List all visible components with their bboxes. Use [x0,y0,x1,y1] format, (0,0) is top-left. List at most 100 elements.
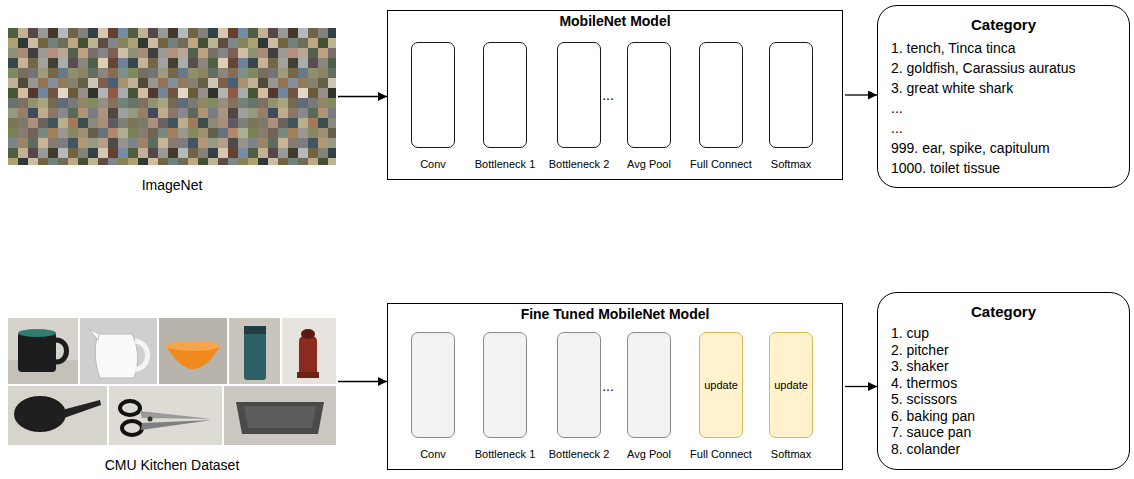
shaker-body [299,336,317,378]
layer-label: Avg Pool [627,447,671,461]
image-caption: ImageNet [8,177,336,193]
layer-status: update [774,378,808,392]
layer-box: Bottleneck 2 [557,42,601,148]
layer-label: Conv [420,157,446,171]
category-item: 2. pitcher [891,342,949,359]
mug-photo [8,318,78,384]
scissors-pivot [148,417,153,422]
layer-box: Conv [411,42,455,148]
pitcher-body [95,334,137,378]
layer-status: update [704,378,738,392]
thermos-cap [244,326,266,334]
model-title: Fine Tuned MobileNet Model [388,305,842,323]
updated-layer-box: updateSoftmax [769,332,813,438]
category-item: 4. thermos [891,375,957,392]
category-item: ... [891,98,903,118]
layer-box: Full Connect [699,42,743,148]
mug-rim [18,329,56,337]
model-box: MobileNet ModelConvBottleneck 1Bottlenec… [387,10,843,180]
mosaic-base [8,28,336,165]
layer-box: Bottleneck 1 [483,42,527,148]
flow-arrow [338,96,387,97]
scissors-photo [109,386,222,445]
layer-label: Bottleneck 1 [475,447,536,461]
imagenet-mosaic [8,28,336,165]
category-heading: Category [971,301,1036,323]
photo-ground [109,386,222,445]
photo-ground [282,318,336,384]
mug-body [18,332,56,372]
dataset-image: ImageNet [8,28,336,165]
bowl-photo [159,318,227,384]
photo-ground [8,386,107,445]
layer-label: Bottleneck 1 [475,157,536,171]
frozen-layer-box: Bottleneck 2 [557,332,601,438]
category-item: 5. scissors [891,391,957,408]
category-heading: Category [971,14,1036,36]
kitchen-photos [8,318,336,445]
layer-label: Full Connect [690,157,752,171]
model-title: MobileNet Model [388,12,842,30]
category-item: 1000. toilet tissue [891,158,1000,178]
frozen-layer-box: Bottleneck 1 [483,332,527,438]
baking-pan-photo [224,386,336,445]
flow-arrow [845,386,877,387]
layer-label: Full Connect [690,447,752,461]
category-item: ... [891,118,903,138]
category-item: 3. great white shark [891,78,1013,98]
dataset-image: CMU Kitchen Dataset [8,318,336,445]
scissors-blade [141,420,212,430]
ellipsis-label: ... [588,378,628,394]
category-box: Category1. tench, Tinca tinca2. goldfish… [877,5,1130,188]
layer-label: Softmax [771,447,811,461]
layer-label: Avg Pool [627,157,671,171]
saucepan-body [14,396,66,432]
mug-handle [56,340,67,362]
category-item: 6. baking pan [891,408,975,425]
photo-ground [80,318,157,384]
saucepan-handle [62,400,101,418]
category-item: 2. goldfish, Carassius auratus [891,58,1075,78]
baking-pan-body [236,402,324,434]
thermos-body [244,326,266,380]
mosaic-overlay [8,28,336,165]
photo-ground [159,318,227,384]
saucepan-photo [8,386,107,445]
pitcher-photo [80,318,157,384]
category-item: 999. ear, spike, capitulum [891,138,1050,158]
layer-label: Conv [420,447,446,461]
shaker-base [297,372,319,378]
shaker-top [301,329,315,339]
category-item: 8. colander [891,441,960,458]
scissors-loop [122,421,142,435]
category-item: 1. cup [891,325,929,342]
model-box: Fine Tuned MobileNet ModelConvBottleneck… [387,303,843,470]
scissors-loop [120,401,140,415]
frozen-layer-box: Conv [411,332,455,438]
photo-ground [229,318,280,384]
layer-label: Bottleneck 2 [549,157,610,171]
layer-box: Avg Pool [627,42,671,148]
layer-label: Softmax [771,157,811,171]
category-item: 7. sauce pan [891,424,971,441]
bowl-rim [166,341,220,351]
image-caption: CMU Kitchen Dataset [8,457,336,473]
category-item: 3. shaker [891,358,949,375]
layer-label: Bottleneck 2 [549,447,610,461]
flow-arrow [338,381,387,382]
pitcher-handle [134,341,148,370]
frozen-layer-box: Avg Pool [627,332,671,438]
flow-arrow [845,94,877,95]
thermos-photo [229,318,280,384]
pitcher-spout [89,329,99,340]
layer-box: Softmax [769,42,813,148]
shaker-photo [282,318,336,384]
category-box: Category 1. cup2. pitcher3. shaker4. ther… [877,292,1130,470]
category-item: 1. tench, Tinca tinca [891,38,1016,58]
photo-ground [224,386,336,445]
ellipsis-label: ... [588,87,628,103]
updated-layer-box: updateFull Connect [699,332,743,438]
photo-ground [8,318,78,384]
baking-pan-inside [244,406,316,428]
